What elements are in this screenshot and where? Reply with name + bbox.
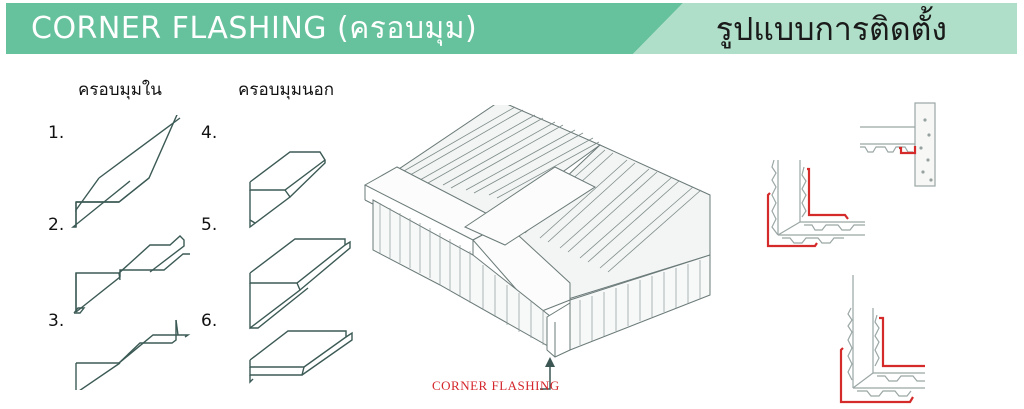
inner-corner-label: ครอบมุมใน <box>78 80 162 100</box>
profile-5-drawing <box>249 238 351 330</box>
page-title: CORNER FLASHING (ครอบมุม) <box>31 11 478 46</box>
installation-title: รูปแบบการติดตั้ง <box>715 10 947 48</box>
wall-detail-drawing <box>860 102 936 187</box>
profile-drawings <box>71 115 353 390</box>
profile-2-drawing <box>73 235 190 314</box>
profile-3-drawing <box>75 319 191 390</box>
callout-arrow-icon <box>540 357 555 390</box>
profile-number-3: 3. <box>48 311 65 331</box>
corner-flashing-callout: CORNER FLASHING <box>432 378 560 393</box>
header-banner: CORNER FLASHING (ครอบมุม) รูปแบบการติดตั… <box>6 3 1017 54</box>
corner-detail-drawing-2 <box>839 275 925 404</box>
profile-6-drawing <box>249 330 353 384</box>
outer-corner-label: ครอบมุมนอก <box>238 80 335 100</box>
profile-number-5: 5. <box>201 215 218 235</box>
profile-number-1: 1. <box>48 123 65 143</box>
corner-detail-drawing-1 <box>766 159 865 248</box>
profile-number-6: 6. <box>201 311 218 331</box>
profile-number-4: 4. <box>201 123 218 143</box>
profile-1-drawing <box>71 115 181 228</box>
profile-4-drawing <box>249 151 326 229</box>
building-drawing <box>363 105 711 358</box>
header-background <box>6 3 1017 54</box>
profile-number-2: 2. <box>48 215 65 235</box>
